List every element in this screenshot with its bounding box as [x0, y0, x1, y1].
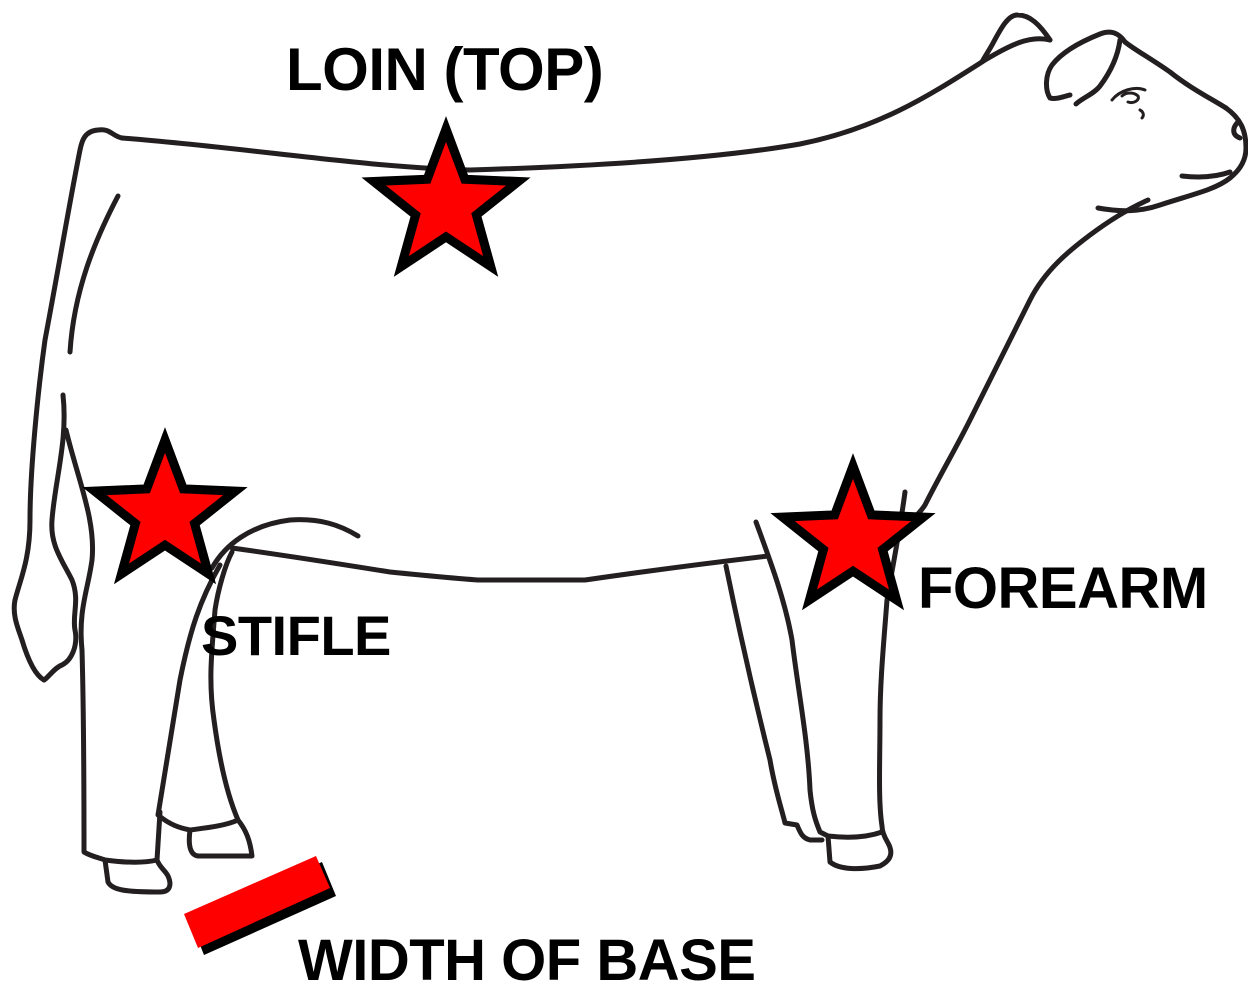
- brisket: [888, 200, 1148, 540]
- jaw: [1098, 108, 1246, 211]
- steer-outline: [14, 15, 1246, 892]
- nostril: [1234, 122, 1240, 138]
- rear-hoof-near: [190, 820, 238, 830]
- star-icon-loin: [374, 129, 519, 267]
- rear-leg-near: [158, 552, 252, 856]
- flank-curve: [212, 520, 358, 568]
- label-width-of-base: WIDTH OF BASE: [298, 932, 755, 990]
- belly-line: [232, 548, 768, 580]
- eye: [1112, 88, 1145, 118]
- label-loin: LOIN (TOP): [286, 40, 603, 100]
- star-icon-forearm: [783, 466, 924, 600]
- label-forearm: FOREARM: [918, 560, 1208, 618]
- front-hoof-near: [828, 832, 882, 837]
- ear: [982, 15, 1125, 104]
- star-icon-stifle: [95, 440, 236, 574]
- tailhead: [14, 130, 122, 680]
- muzzle: [1125, 42, 1226, 108]
- mouth: [1182, 172, 1230, 177]
- front-leg-far: [726, 566, 822, 840]
- label-stifle: STIFLE: [201, 608, 391, 664]
- rear-hoof-far: [105, 860, 157, 862]
- marker-stars: [95, 129, 924, 600]
